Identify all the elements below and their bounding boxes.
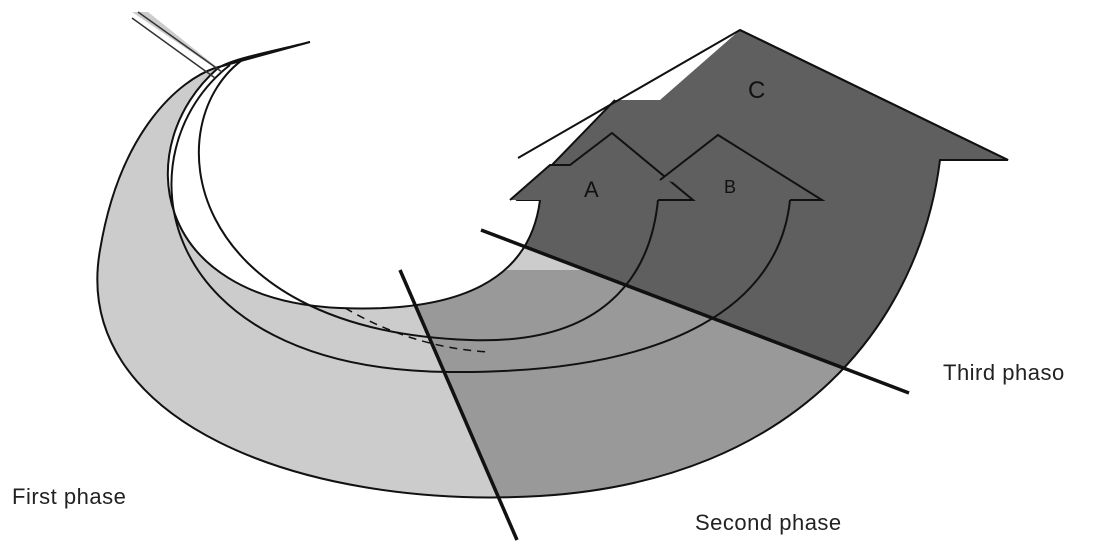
arrow-a-label: A [584,177,599,202]
arrow-c-label: C [748,77,765,104]
first-phase-label: First phase [12,484,126,510]
tail-line-1 [138,12,222,72]
tail-line-2 [132,18,215,78]
third-phase-label: Third phaso [943,360,1065,386]
arrow-b-label: B [724,177,736,197]
second-phase-label: Second phase [695,510,842,536]
